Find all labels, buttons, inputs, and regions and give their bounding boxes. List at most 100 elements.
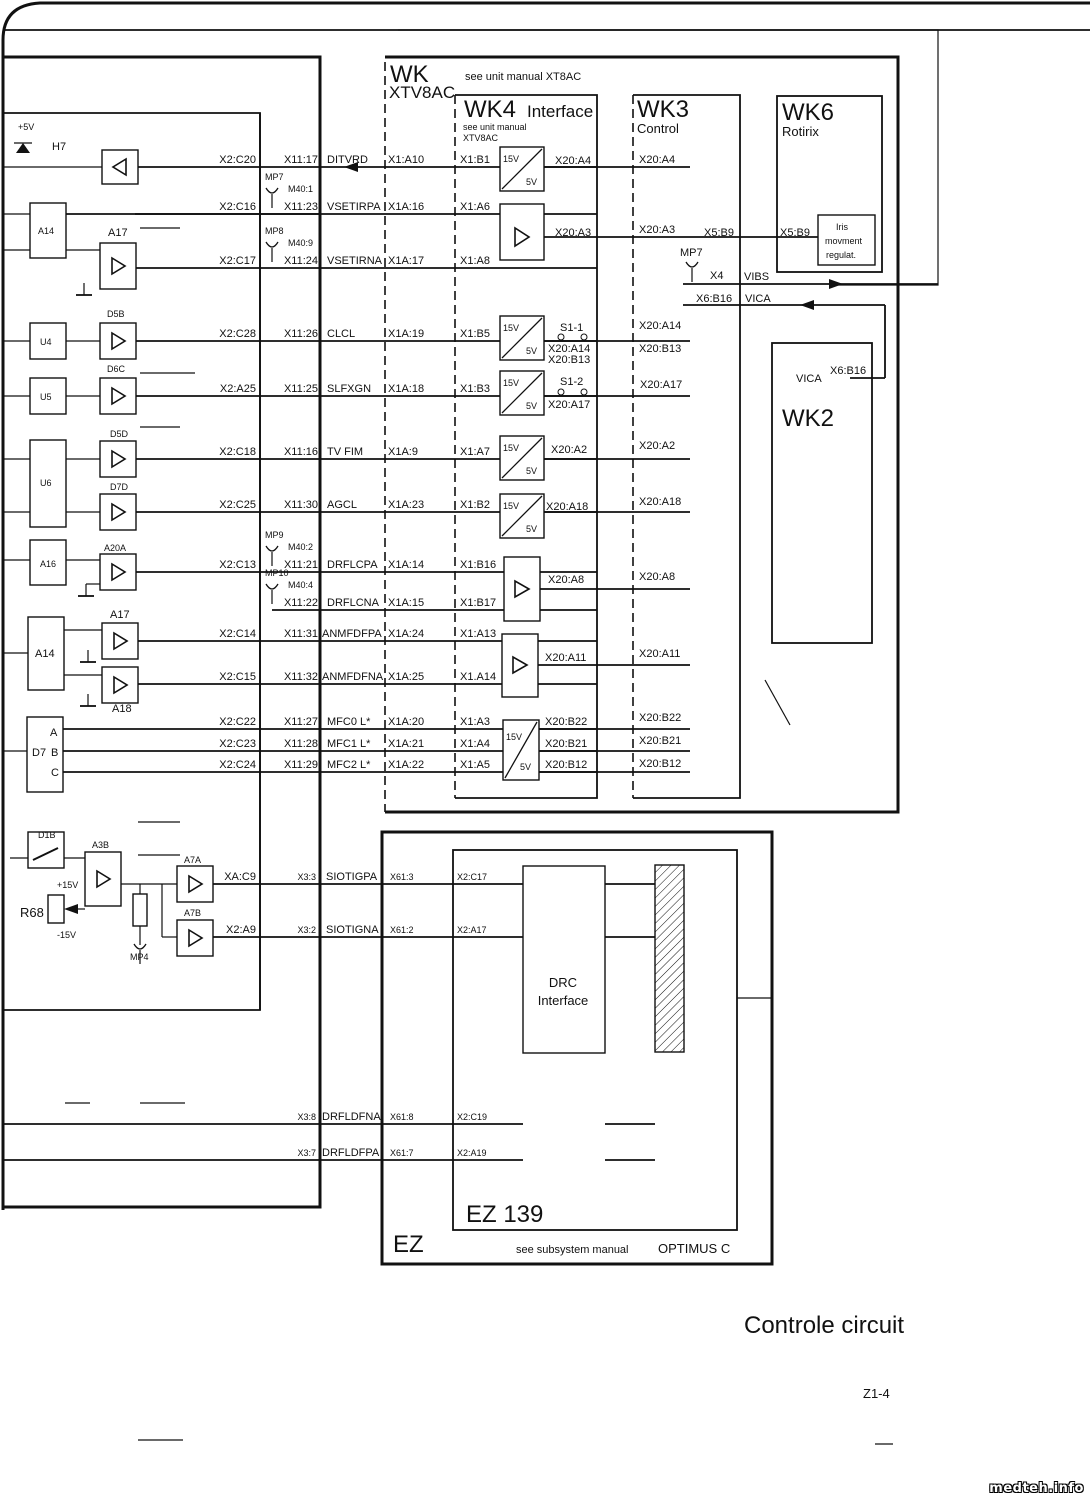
u-label: U4	[40, 337, 52, 347]
net-name-label: MFC2 L*	[327, 759, 371, 771]
vibs-frame	[398, 29, 939, 286]
wk-box-outline	[385, 55, 900, 814]
driver-d5b-triangle-icon	[111, 331, 127, 351]
mp-testpoint-icon	[265, 545, 279, 552]
converter-15v-label: 15V	[506, 732, 522, 742]
x2-pin-label: X2:C25	[219, 499, 256, 511]
led-h7-icon	[16, 143, 30, 153]
diff-amp-triangle-icon	[512, 655, 529, 675]
a3b-triangle-icon	[96, 869, 112, 889]
testpoint-label: MP7	[265, 172, 284, 182]
x1a-pin-label: X1A:25	[388, 671, 424, 683]
wk6-subtitle: Rotirix	[782, 124, 819, 139]
x11-pin-label: X11:28	[284, 738, 318, 750]
x3-pin-label: X3:2	[297, 925, 316, 935]
wk4-input-label: X1:B3	[460, 383, 490, 395]
d7-box	[26, 716, 64, 793]
wiper-arrow-icon	[64, 904, 78, 914]
a20a	[99, 553, 137, 591]
x11-pin-label: X11:16	[284, 446, 318, 458]
wk6-box	[776, 95, 883, 273]
mp-testpoint-icon	[265, 583, 279, 590]
wk3-pin-label: X20:B12	[639, 758, 681, 770]
x1a-pin-label: X1A:16	[388, 201, 424, 213]
net-name-label: DRFLDFPA	[322, 1147, 380, 1159]
wk4-box	[455, 94, 598, 799]
net-name-label: DRFLCPA	[327, 559, 378, 571]
wk4-input-label: X1:B16	[460, 559, 496, 571]
x2-pin-label: X2:C17	[219, 255, 256, 267]
x11-pin-label: X11:23	[284, 201, 318, 213]
u-box	[29, 322, 67, 360]
vibs-arrow-icon	[829, 279, 843, 289]
vibs-label: VIBS	[744, 271, 769, 283]
switch-contact	[580, 388, 588, 396]
led-h7-label: H7	[52, 141, 66, 153]
a14-top-box	[29, 202, 67, 259]
a16-box	[29, 539, 67, 586]
x2-pin-label: X2:A9	[226, 924, 256, 936]
connector-hatched-bar	[654, 864, 685, 1053]
buffer-ditvrd	[101, 149, 139, 185]
x61-pin-label: X61:3	[390, 872, 414, 882]
power-5v-label: +5V	[18, 122, 34, 132]
x11-pin-label: X11:32	[284, 671, 318, 683]
a17-top	[99, 242, 137, 290]
minus15-label: -15V	[57, 930, 76, 940]
testpoint-label: MP10	[265, 568, 289, 578]
x11-pin-label: X11:26	[284, 328, 318, 340]
wk3-pin-label: X20:A3	[639, 224, 675, 236]
testpoint-label: MP9	[265, 530, 284, 540]
ez-pin-label: X2:C19	[457, 1112, 487, 1122]
x2-pin-label: X2:C24	[219, 759, 256, 771]
wk-note: see unit manual XT8AC	[465, 71, 581, 83]
ez-pin-label: X2:C17	[457, 872, 487, 882]
driver-label: D5B	[107, 309, 125, 319]
d7-label: D7	[32, 747, 46, 759]
u-label: U5	[40, 392, 52, 402]
wk3-pin-label: X20:A8	[639, 571, 675, 583]
x11-pin-label: X11:17	[284, 154, 318, 166]
wk4-output-label: X20:A11	[545, 652, 586, 664]
r68-label: R68	[20, 905, 44, 920]
converter-a2-5v-label: 5V	[526, 466, 537, 476]
x11-pin-label: X11:29	[284, 759, 318, 771]
x1a-pin-label: X1A:24	[388, 628, 424, 640]
u6-box	[29, 439, 67, 528]
wk4-input-label: X1:A13	[460, 628, 496, 640]
converter-s12-diagonal	[501, 372, 543, 414]
wk3-pin-label: X20:A2	[639, 440, 675, 452]
a18	[101, 666, 139, 704]
x2-pin-label: X2:C15	[219, 671, 256, 683]
diff-amp-a11	[501, 633, 539, 698]
x11-pin-label: X11:31	[284, 628, 318, 640]
net-name-label: VSETIRNA	[327, 255, 383, 267]
iris-label: regulat.	[826, 250, 856, 260]
drc-interface-box	[522, 865, 606, 1054]
wk-subtitle: XTV8AC	[389, 83, 455, 102]
driver-d6c-triangle-icon	[111, 386, 127, 406]
switch-icon	[32, 847, 59, 861]
testpoint-label: MP8	[265, 226, 284, 236]
testpoint-pin-label: M40:2	[288, 542, 313, 552]
u6-label: U6	[40, 478, 52, 488]
converter-a2-diagonal	[501, 437, 543, 479]
wk3-pin-label: X20:A18	[639, 496, 681, 508]
wk3-x5-label: X5:B9	[704, 227, 734, 239]
driver-d6c	[99, 377, 137, 415]
ez-pin-label: X2:A17	[457, 925, 487, 935]
ez-note: see subsystem manual	[516, 1244, 629, 1256]
diff-amp-triangle-icon	[514, 226, 531, 248]
a7b-label: A7B	[184, 908, 201, 918]
x11-pin-label: X11:22	[284, 597, 318, 609]
x2-pin-label: X2:C22	[219, 716, 256, 728]
net-name-label: SIOTIGNA	[326, 924, 379, 936]
d1b-label: D1B	[38, 830, 56, 840]
driver-d5d-triangle-icon	[111, 449, 127, 469]
converter-s11-5v-label: 5V	[526, 346, 537, 356]
wk3-pin-label: X20:A14	[639, 320, 681, 332]
wk4-output-label: X20:A3	[555, 227, 591, 239]
a17-mid	[101, 622, 139, 660]
a14-label: A14	[38, 226, 54, 236]
